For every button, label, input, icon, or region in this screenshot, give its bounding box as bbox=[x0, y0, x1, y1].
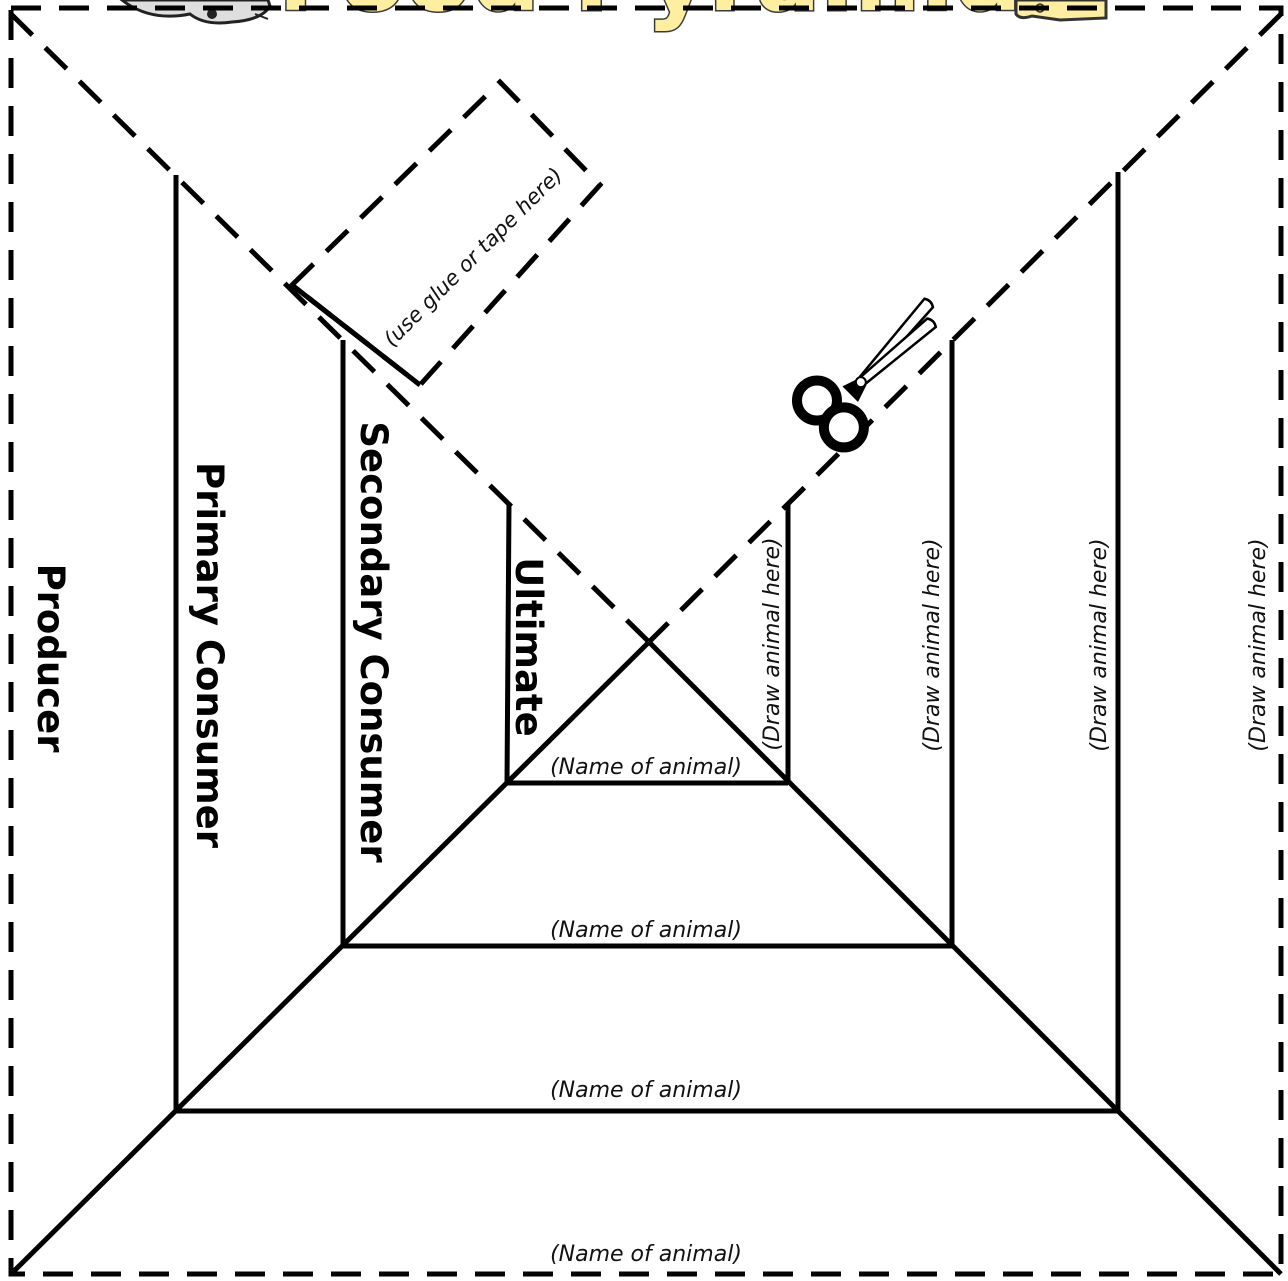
name-of-animal-primary: (Name of animal) bbox=[550, 1078, 742, 1103]
mouse-icon bbox=[122, 0, 270, 23]
level-label-ultimate: Ultimate bbox=[507, 557, 550, 736]
title-area: Food Pyramid bbox=[122, 0, 1106, 33]
fold-line-right bbox=[649, 14, 1281, 642]
diagonal-left-lower bbox=[11, 642, 649, 1274]
name-of-animal-secondary: (Name of animal) bbox=[550, 918, 742, 943]
level-label-producer: Producer bbox=[29, 564, 72, 754]
draw-animal-primary: (Draw animal here) bbox=[1087, 538, 1112, 751]
diagonal-right-lower bbox=[649, 642, 1281, 1274]
level-label-primary: Primary Consumer bbox=[188, 462, 231, 849]
fold-line-left bbox=[11, 14, 649, 642]
draw-animal-secondary: (Draw animal here) bbox=[920, 538, 945, 751]
scissors-icon bbox=[789, 280, 964, 455]
page-title: Food Pyramid bbox=[278, 0, 1022, 33]
glue-tab-label: (use glue or tape here) bbox=[379, 163, 567, 351]
name-of-animal-ultimate: (Name of animal) bbox=[550, 755, 742, 780]
name-of-animal-producer: (Name of animal) bbox=[550, 1242, 742, 1267]
draw-animal-producer: (Draw animal here) bbox=[1246, 538, 1271, 751]
draw-animal-ultimate: (Draw animal here) bbox=[760, 537, 785, 750]
level-label-secondary: Secondary Consumer bbox=[352, 421, 395, 863]
